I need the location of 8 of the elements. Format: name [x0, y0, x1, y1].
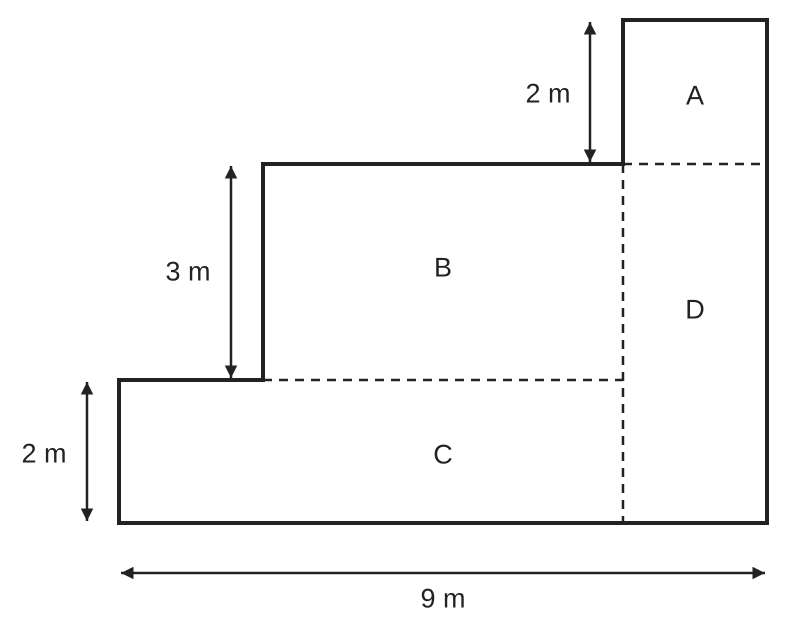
- dimension-label: 2 m: [526, 80, 570, 108]
- region-label: A: [686, 82, 704, 110]
- region-label: B: [434, 254, 452, 282]
- dimension-label: 3 m: [166, 258, 210, 286]
- dimension-label: 9 m: [420, 586, 466, 612]
- region-label: D: [685, 296, 705, 324]
- dimension-label: 2 m: [22, 440, 66, 468]
- region-label: C: [433, 442, 453, 468]
